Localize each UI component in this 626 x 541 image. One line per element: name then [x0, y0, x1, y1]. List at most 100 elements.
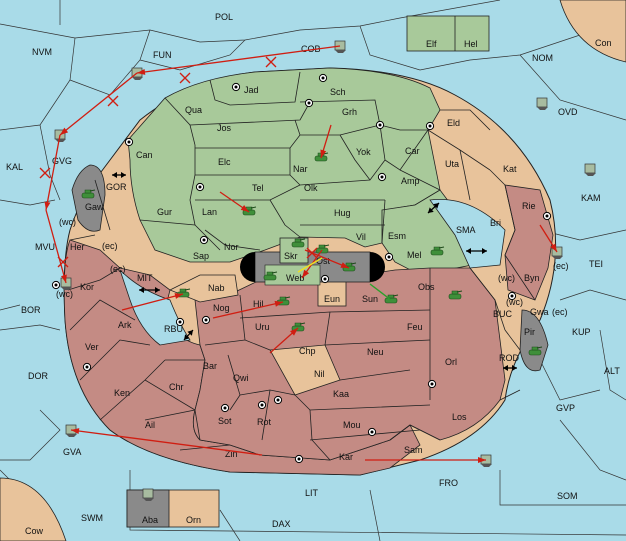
double-arrow-icon: [112, 172, 126, 178]
svg-text:Con: Con: [595, 38, 612, 48]
svg-text:Uru: Uru: [255, 322, 270, 332]
svg-text:GOR: GOR: [106, 182, 127, 192]
svg-text:Gwa: Gwa: [530, 307, 549, 317]
double-arrow-icon: [139, 287, 160, 293]
province-elf-hel-island[interactable]: [406, 15, 490, 52]
svg-text:TEI: TEI: [589, 259, 603, 269]
svg-text:FUN: FUN: [153, 50, 172, 60]
double-arrow-icon: [466, 248, 487, 254]
fleet-icon[interactable]: [334, 40, 346, 53]
fleet-icon[interactable]: [142, 488, 154, 501]
svg-text:Tel: Tel: [252, 183, 264, 193]
x-mark-icon: [107, 95, 119, 107]
army-icon[interactable]: [430, 246, 445, 256]
svg-text:Sam: Sam: [404, 445, 423, 455]
svg-text:Zin: Zin: [225, 449, 238, 459]
svg-text:Bri: Bri: [490, 218, 501, 228]
fleet-icon[interactable]: [584, 163, 596, 176]
army-icon[interactable]: [263, 271, 278, 281]
svg-text:Lan: Lan: [202, 207, 217, 217]
svg-text:Chr: Chr: [169, 382, 184, 392]
svg-text:Eld: Eld: [447, 118, 460, 128]
svg-text:Byn: Byn: [524, 273, 540, 283]
svg-text:SMA: SMA: [456, 225, 476, 235]
svg-text:Sot: Sot: [218, 416, 232, 426]
order-arrow: [44, 134, 61, 211]
svg-text:Hug: Hug: [334, 208, 351, 218]
x-mark-icon: [306, 247, 318, 259]
sea-labels: POL NVM FUN COB NOM Con OVD KAL GVG GOR …: [6, 12, 620, 536]
supply-center-icon: [195, 182, 205, 192]
svg-text:(wc): (wc): [498, 273, 515, 283]
order-arrow: [70, 428, 263, 456]
svg-text:Ver: Ver: [85, 342, 99, 352]
fleet-icon[interactable]: [60, 277, 72, 290]
svg-text:Gur: Gur: [157, 207, 172, 217]
svg-text:NOM: NOM: [532, 53, 553, 63]
army-icon[interactable]: [448, 290, 463, 300]
sea-rbu[interactable]: [119, 269, 191, 346]
svg-text:Nar: Nar: [293, 164, 308, 174]
svg-text:RBU: RBU: [164, 324, 183, 334]
supply-center-icon: [199, 235, 209, 245]
fleet-icon[interactable]: [536, 97, 548, 110]
supply-center-icon: [231, 82, 241, 92]
svg-text:GVG: GVG: [52, 156, 72, 166]
svg-text:MIT: MIT: [137, 273, 153, 283]
svg-text:KAL: KAL: [6, 162, 23, 172]
svg-text:ROD: ROD: [499, 353, 520, 363]
svg-text:FRO: FRO: [439, 478, 458, 488]
svg-text:Ark: Ark: [118, 320, 132, 330]
supply-center-icon: [384, 252, 394, 262]
svg-text:Hel: Hel: [464, 39, 478, 49]
svg-text:Ost: Ost: [316, 256, 331, 266]
fleet-icon[interactable]: [65, 424, 77, 437]
svg-text:Elf: Elf: [426, 39, 437, 49]
svg-text:SOM: SOM: [557, 491, 578, 501]
svg-text:Feu: Feu: [407, 322, 423, 332]
svg-text:Sun: Sun: [362, 294, 378, 304]
army-icon[interactable]: [81, 189, 96, 199]
svg-text:Aba: Aba: [142, 515, 158, 525]
order-arrow: [365, 457, 486, 463]
svg-text:(ec): (ec): [552, 307, 568, 317]
supply-center-icon: [175, 317, 185, 327]
supply-center-icon: [377, 172, 387, 182]
svg-text:GVA: GVA: [63, 447, 81, 457]
army-icon[interactable]: [528, 346, 543, 356]
double-arrow-icon: [183, 329, 194, 341]
svg-text:Ken: Ken: [114, 388, 130, 398]
supply-center-icon: [367, 427, 377, 437]
convoy-arrows: [112, 172, 517, 371]
svg-text:Cow: Cow: [25, 526, 44, 536]
supply-center-icon: [257, 400, 267, 410]
supply-center-icon: [542, 211, 552, 221]
svg-text:POL: POL: [215, 12, 233, 22]
svg-text:Qua: Qua: [185, 105, 202, 115]
order-arrow: [269, 327, 299, 354]
order-arrow: [136, 45, 341, 75]
supply-center-icon: [273, 395, 283, 405]
svg-text:Skr: Skr: [284, 251, 298, 261]
svg-text:(ec): (ec): [102, 241, 118, 251]
svg-text:DAX: DAX: [272, 519, 291, 529]
order-arrow: [219, 191, 250, 213]
x-mark-icon: [265, 56, 277, 68]
supply-center-icon: [318, 73, 328, 83]
svg-text:Mou: Mou: [343, 420, 361, 430]
svg-text:(wc): (wc): [56, 289, 73, 299]
svg-text:Kaa: Kaa: [333, 389, 349, 399]
svg-text:KAM: KAM: [581, 193, 601, 203]
svg-text:Elc: Elc: [218, 157, 231, 167]
svg-text:(wc): (wc): [59, 217, 76, 227]
supply-center-icon: [201, 315, 211, 325]
svg-text:GVP: GVP: [556, 403, 575, 413]
x-mark-icon: [179, 72, 191, 84]
army-icon[interactable]: [291, 238, 306, 248]
province-pir[interactable]: [519, 309, 549, 372]
army-icon[interactable]: [384, 294, 399, 304]
svg-text:Kar: Kar: [339, 452, 353, 462]
supply-center-icon: [320, 274, 330, 284]
svg-text:Chp: Chp: [299, 346, 316, 356]
